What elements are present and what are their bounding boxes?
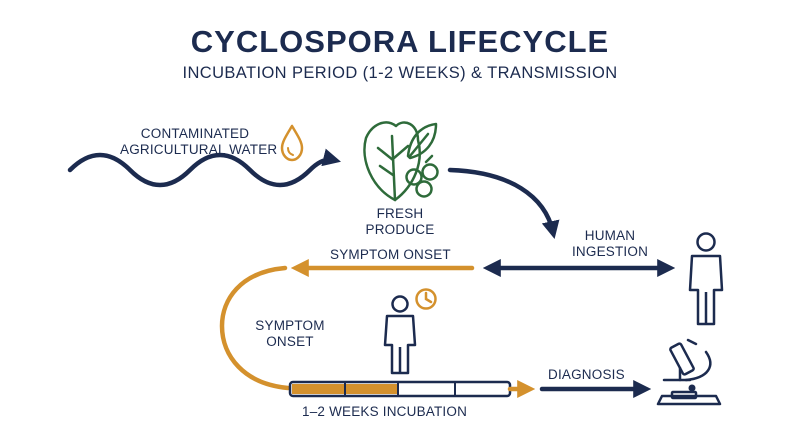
water-label-line2: AGRICULTURAL WATER [120, 142, 278, 157]
microscope-icon [656, 338, 722, 406]
incubation-progress-bar [288, 380, 512, 398]
ingestion-label-line2: INGESTION [571, 244, 649, 259]
person-icon [688, 232, 724, 326]
leafy-greens-berries-icon [363, 121, 439, 202]
symptom-loop-arrow [219, 265, 291, 391]
symptom-onset-left-label: SYMPTOM ONSET [246, 318, 334, 350]
symptom-onset-top-label: SYMPTOM ONSET [330, 247, 451, 262]
clock-icon [415, 288, 437, 310]
produce-label: FRESH PRODUCE [350, 206, 450, 238]
produce-label-line1: FRESH [376, 206, 424, 221]
water-label: CONTAMINATED AGRICULTURAL WATER [120, 126, 278, 158]
symptom-onset-left-line1: SYMPTOM [255, 318, 325, 333]
diagram-title: CYCLOSPORA LIFECYCLE [190, 24, 610, 59]
water-label-line1: CONTAMINATED [140, 126, 250, 141]
ingestion-label-line1: HUMAN [584, 228, 636, 243]
produce-to-ingestion-arrow [447, 167, 560, 240]
water-flow-arrow [67, 148, 341, 188]
water-drop-icon [280, 124, 304, 162]
produce-label-line2: PRODUCE [365, 222, 435, 237]
diagnosis-label: DIAGNOSIS [548, 367, 625, 382]
diagram-subtitle: INCUBATION PERIOD (1-2 WEEKS) & TRANSMIS… [182, 64, 618, 82]
symptom-onset-left-line2: ONSET [266, 334, 314, 349]
incubation-label: 1–2 WEEKS INCUBATION [302, 404, 468, 419]
person-with-clock-icon [383, 295, 417, 375]
ingestion-label: HUMAN INGESTION [560, 228, 660, 260]
